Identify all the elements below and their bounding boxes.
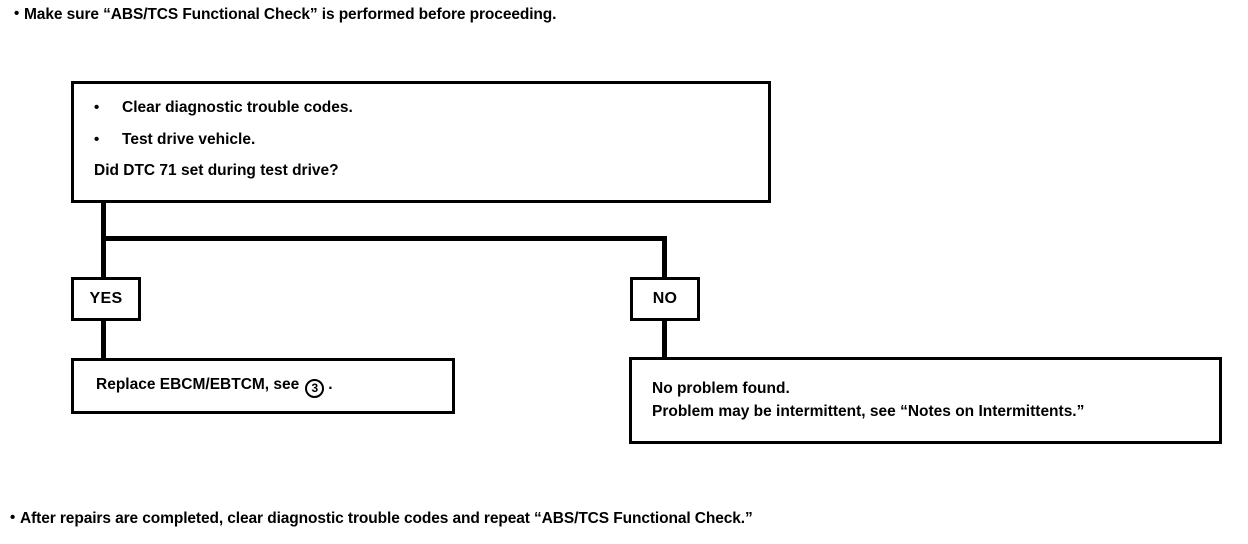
branch-label-yes-text: YES bbox=[89, 290, 123, 307]
decision-question: Did DTC 71 set during test drive? bbox=[94, 162, 339, 179]
branch-label-no: NO bbox=[630, 277, 700, 321]
connector-decision-stem bbox=[101, 203, 106, 241]
result-no-line-1: No problem found. bbox=[652, 380, 790, 398]
decision-step-1-text: Clear diagnostic trouble codes. bbox=[122, 99, 353, 116]
connector-no-drop bbox=[662, 236, 667, 279]
result-box-no-content: No problem found. Problem may be intermi… bbox=[632, 360, 1219, 441]
bullet-icon: • bbox=[94, 130, 100, 148]
decision-step-1: • Clear diagnostic trouble codes. bbox=[94, 100, 768, 116]
bullet-icon: • bbox=[14, 5, 20, 22]
bullet-icon: • bbox=[10, 509, 16, 526]
note-top-text: Make sure “ABS/TCS Functional Check” is … bbox=[24, 6, 557, 23]
result-no-line-2: Problem may be intermittent, see “Notes … bbox=[652, 402, 1085, 420]
result-box-yes: Replace EBCM/EBTCM, see 3. bbox=[71, 358, 455, 414]
connector-no-to-result bbox=[662, 319, 667, 359]
result-yes-line-1: Replace EBCM/EBTCM, see 3. bbox=[96, 374, 452, 398]
decision-box-content: • Clear diagnostic trouble codes. • Test… bbox=[74, 84, 768, 179]
result-yes-suffix: . bbox=[328, 376, 333, 394]
decision-box: • Clear diagnostic trouble codes. • Test… bbox=[71, 81, 771, 203]
result-box-no: No problem found. Problem may be intermi… bbox=[629, 357, 1222, 444]
branch-label-no-text: NO bbox=[652, 290, 678, 307]
decision-step-2: • Test drive vehicle. bbox=[94, 130, 768, 148]
note-bottom-text: After repairs are completed, clear diagn… bbox=[20, 510, 753, 527]
reference-marker-icon: 3 bbox=[305, 378, 325, 398]
note-top: • Make sure “ABS/TCS Functional Check” i… bbox=[14, 5, 557, 24]
branch-label-yes: YES bbox=[71, 277, 141, 321]
result-box-yes-content: Replace EBCM/EBTCM, see 3. bbox=[74, 361, 452, 411]
bullet-icon: • bbox=[94, 99, 100, 116]
note-bottom: • After repairs are completed, clear dia… bbox=[10, 509, 753, 528]
result-yes-prefix: Replace EBCM/EBTCM, see bbox=[96, 376, 300, 394]
decision-step-2-text: Test drive vehicle. bbox=[122, 130, 256, 148]
connector-yes-to-result bbox=[101, 319, 106, 360]
connector-yes-drop bbox=[101, 236, 106, 279]
connector-horizontal-bus bbox=[101, 236, 667, 241]
